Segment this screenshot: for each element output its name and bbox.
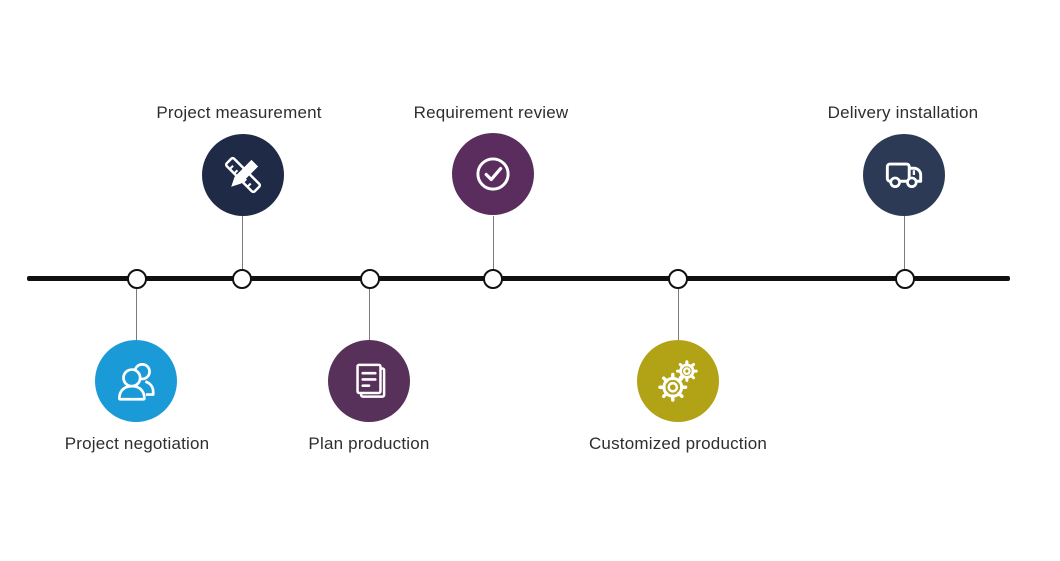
connector-line	[136, 289, 138, 341]
gears-icon	[658, 360, 698, 402]
connector-line	[678, 289, 680, 341]
check-icon	[476, 157, 510, 191]
timeline-node	[127, 268, 147, 289]
timeline-node	[232, 268, 252, 289]
step-label: Requirement review	[413, 103, 569, 122]
timeline-node	[668, 268, 688, 289]
connector-line	[369, 289, 371, 341]
document-icon	[356, 363, 386, 398]
people-icon	[117, 362, 155, 401]
truck-icon	[885, 162, 923, 189]
step-label: Project negotiation	[64, 434, 210, 453]
step-label: Delivery installation	[827, 103, 979, 122]
gears-icon-bubble	[637, 340, 719, 422]
connector-line	[242, 216, 244, 270]
step-label: Project measurement	[156, 103, 322, 122]
timeline-node	[483, 268, 503, 289]
timeline-node	[895, 268, 915, 289]
people-icon-bubble	[95, 340, 177, 422]
connector-line	[493, 216, 495, 270]
connector-line	[904, 216, 906, 270]
ruler-pencil-icon-bubble	[202, 134, 284, 216]
timeline-node	[360, 268, 380, 289]
step-label: Customized production	[588, 434, 768, 453]
check-icon-bubble	[452, 133, 534, 215]
document-icon-bubble	[328, 340, 410, 422]
step-label: Plan production	[308, 434, 430, 453]
timeline-axis	[27, 276, 1010, 281]
ruler-pencil-icon	[224, 156, 262, 194]
truck-icon-bubble	[863, 134, 945, 216]
